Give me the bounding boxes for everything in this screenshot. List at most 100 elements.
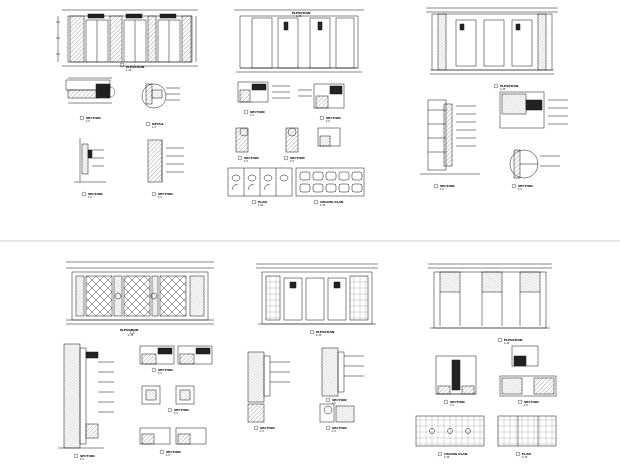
- scale-p2-section-b: 1:5: [326, 120, 330, 123]
- caption-p4-section-a: SECTION: [158, 368, 173, 372]
- callout-marker: [159, 449, 165, 455]
- caption-p6-elevation: ELEVATION: [504, 338, 523, 342]
- detail-bubble: [104, 86, 116, 98]
- callout-marker: [325, 425, 331, 431]
- scale-p2-plan: 1:25: [258, 204, 264, 207]
- caption-p3-section-b: SECTION: [518, 184, 533, 188]
- scale-p1-section-c: 1:5: [158, 196, 162, 199]
- caption-p4-section-c: SECTION: [80, 454, 95, 458]
- panel-4-section-a: [58, 343, 114, 449]
- panel-3-section-a: [420, 99, 480, 175]
- callout-marker: [119, 62, 125, 68]
- caption-p2-section-b: SECTION: [326, 116, 341, 120]
- caption-p3-elevation: ELEVATION: [500, 84, 519, 88]
- callout-marker: [79, 115, 85, 121]
- caption-p1-elevation: ELEVATION: [126, 65, 145, 69]
- scale-p6-plan: 1:25: [522, 456, 528, 459]
- caption-p6-section-a: SECTION: [450, 400, 465, 404]
- callout-marker: [325, 397, 331, 403]
- caption-p4-elevation: ELEVATION: [120, 328, 139, 332]
- caption-p4-section-b: SECTION: [174, 408, 189, 412]
- caption-p2-plan: PLAN: [258, 200, 267, 204]
- caption-p3-section-a: SECTION: [440, 184, 455, 188]
- scale-p2-section-d: 1:5: [290, 160, 294, 163]
- caption-p5-section-a: SECTION: [260, 426, 275, 430]
- scale-p4-section-d: 1:5: [166, 454, 170, 457]
- scale-p1-section-b: 1:5: [88, 196, 92, 199]
- scale-p2-ceiling: 1:25: [320, 204, 326, 207]
- callout-marker: [493, 83, 499, 89]
- callout-marker: [433, 183, 439, 189]
- scale-p6-section-a: 1:5: [450, 404, 454, 407]
- caption-p2-section-c: SECTION: [244, 156, 259, 160]
- callout-marker: [167, 407, 173, 413]
- scale-p3-section-b: 1:5: [518, 188, 522, 191]
- scale-p5-section-c: 1:5: [332, 430, 336, 433]
- panel-5-sections: [247, 347, 364, 423]
- callout-marker: [251, 199, 257, 205]
- panel-3-section-b: [499, 91, 568, 179]
- panel-4-elevation: [66, 261, 214, 325]
- scale-p4-section-b: 1:5: [174, 412, 178, 415]
- scale-p5-section-a: 1:5: [260, 430, 264, 433]
- caption-p5-section-c: SECTION: [332, 426, 347, 430]
- callout-marker: [283, 155, 289, 161]
- caption-p2-ceiling: CEILING PLAN: [320, 200, 344, 204]
- caption-p2-elevation: ELEVATION: [292, 11, 311, 15]
- callout-marker: [515, 451, 521, 457]
- scale-p3-section-a: 1:5: [440, 188, 444, 191]
- callout-marker: [237, 155, 243, 161]
- callout-marker: [151, 191, 157, 197]
- callout-marker: [309, 329, 315, 335]
- scale-p4-section-a: 1:5: [158, 372, 162, 375]
- caption-p6-plan: PLAN: [522, 452, 531, 456]
- callout-marker: [81, 191, 87, 197]
- caption-p5-elevation: ELEVATION: [316, 330, 335, 334]
- scale-p2-elevation: 1:25: [296, 15, 302, 18]
- panel-1-elevation: [56, 9, 198, 67]
- panel-1-section-c: [147, 139, 184, 183]
- caption-p6-section-b: SECTION: [524, 400, 539, 404]
- callout-marker: [443, 399, 449, 405]
- callout-marker: [129, 329, 135, 335]
- scale-p3-elevation: 1:25: [500, 88, 506, 91]
- scale-p5-section-b: 1:5: [332, 402, 336, 405]
- panel-3-elevation: [426, 7, 558, 75]
- panel-2-elevation: [234, 9, 364, 73]
- panel-4-section-b: [139, 345, 213, 445]
- callout-marker: [517, 399, 523, 405]
- callout-marker: [243, 109, 249, 115]
- callout-marker: [145, 121, 151, 127]
- caption-p5-section-b: SECTION: [332, 398, 347, 402]
- caption-p6-ceiling: CEILING PLAN: [444, 452, 468, 456]
- caption-p4-section-d: SECTION: [166, 450, 181, 454]
- callout-marker: [319, 115, 325, 121]
- panel-6-sections: [435, 345, 557, 397]
- callout-marker: [437, 451, 443, 457]
- scale-p6-section-b: 1:5: [524, 404, 528, 407]
- callout-marker: [497, 337, 503, 343]
- panel-6-elevation: [428, 263, 552, 329]
- callout-marker: [511, 183, 517, 189]
- scale-p6-elevation: 1:25: [504, 342, 510, 345]
- scale-p2-section-c: 1:5: [244, 160, 248, 163]
- scale-p4-section-c: 1:5: [80, 458, 84, 461]
- scale-p1-elevation: 1:25: [126, 69, 132, 72]
- caption-p2-section-d: SECTION: [290, 156, 305, 160]
- scale-p5-elevation: 1:25: [316, 334, 322, 337]
- scale-p2-section-a: 1:5: [250, 114, 254, 117]
- scale-p1-detail: 1:5: [152, 126, 156, 129]
- panel-1-detail: [141, 83, 180, 109]
- panel-2-sections: [235, 81, 345, 153]
- caption-p1-section-b: SECTION: [88, 192, 103, 196]
- caption-p1-detail: DETAIL: [152, 122, 164, 126]
- panel-2-plan: [227, 167, 293, 197]
- callout-marker: [253, 425, 259, 431]
- panel-1-section-a: [65, 77, 112, 104]
- scale-p1-section-a: 1:5: [86, 120, 90, 123]
- caption-p1-section-c: SECTION: [158, 192, 173, 196]
- caption-p1-section-a: SECTION: [86, 116, 101, 120]
- panel-1-section-b: [74, 138, 106, 183]
- panel-6-plans: [415, 415, 557, 447]
